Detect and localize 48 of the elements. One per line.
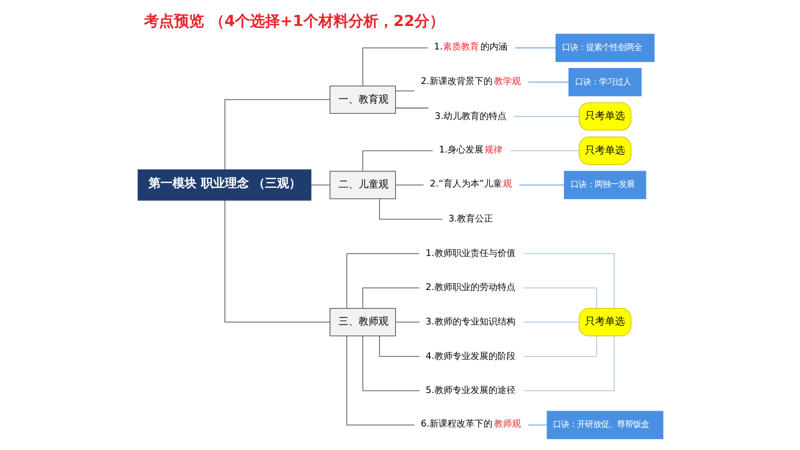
node-text: 2.新课改背景下的教学观 xyxy=(420,76,520,87)
connector xyxy=(362,150,433,172)
node-text: 1.素质教育的内涵 xyxy=(434,42,507,52)
node-text: 2.教师职业的劳动特点 xyxy=(425,283,515,294)
node-box: 口诀：两独一发展 xyxy=(563,170,646,200)
node-text: 3.教师的专业知识结构 xyxy=(425,317,515,328)
node-text: 5.教师专业发展的途径 xyxy=(425,386,515,396)
connector xyxy=(527,424,548,426)
connector xyxy=(522,253,614,309)
connector xyxy=(394,90,414,92)
node-text: 3.教育公正 xyxy=(448,214,493,225)
node-box: 只考单选 xyxy=(578,102,631,131)
connector xyxy=(362,287,420,309)
node-box: 三、教师观 xyxy=(329,308,396,336)
connector xyxy=(527,82,569,83)
node-text: 3.幼儿教育的特点 xyxy=(434,112,506,122)
connector xyxy=(346,336,414,426)
node-box: 口诀：开研放促、尊帮饭盒 xyxy=(546,410,663,440)
diagram-title: 考点预览 （4个选择+1个材料分析，22分） xyxy=(144,12,444,30)
node-text: 2.“育人为本”儿童观 xyxy=(429,180,512,190)
connector xyxy=(362,48,428,86)
node-text: 4.教师专业发展的阶段 xyxy=(425,352,515,362)
connector xyxy=(522,322,579,323)
node-box: 一、教育观 xyxy=(329,86,396,114)
connector xyxy=(509,150,579,152)
connector xyxy=(394,322,420,323)
connector xyxy=(513,116,579,117)
node-box: 第一模块 职业理念 （三观） xyxy=(137,169,311,201)
connector xyxy=(378,336,420,357)
node-text: 6.新课程改革下的教师观 xyxy=(420,420,520,430)
connector xyxy=(518,184,564,186)
node-box: 口诀：学习过人 xyxy=(568,68,642,96)
node-box: 二、儿童观 xyxy=(329,170,396,200)
node-box: 只考单选 xyxy=(578,308,631,336)
node-text: 1.身心发展规律 xyxy=(438,145,502,156)
node-box: 只考单选 xyxy=(578,136,631,165)
connector xyxy=(378,198,442,220)
node-text: 1.教师职业责任与价值 xyxy=(425,248,515,259)
connector xyxy=(224,99,330,170)
connector xyxy=(362,336,420,392)
connector xyxy=(522,336,597,357)
node-box: 口诀：提素个性创两全 xyxy=(555,34,654,62)
connector xyxy=(224,200,330,323)
connector xyxy=(522,287,597,309)
connector xyxy=(346,253,420,309)
connector xyxy=(394,184,424,186)
connector xyxy=(522,336,614,392)
connector xyxy=(310,184,330,186)
